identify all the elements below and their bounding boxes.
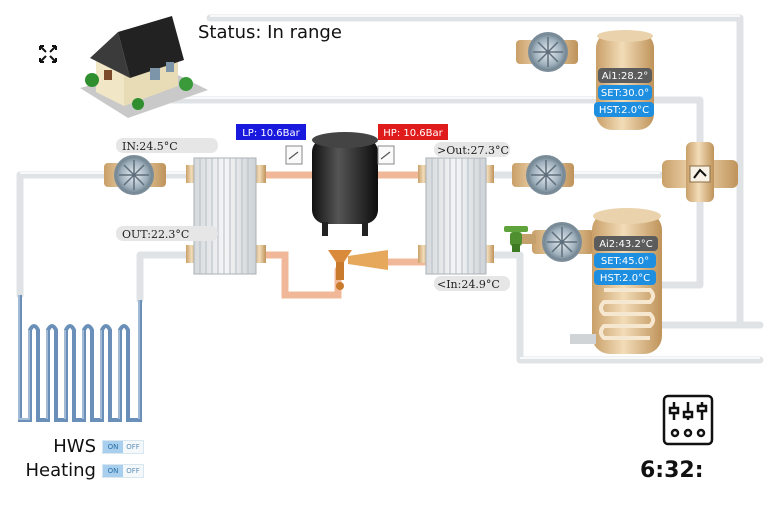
legend-label-hws: HWS: [53, 436, 96, 457]
heating-toggle-on[interactable]: ON: [103, 464, 123, 477]
temp-in-right-value: <In:24.9°C: [437, 278, 500, 291]
hws-toggle[interactable]: ON OFF: [102, 439, 144, 454]
temp-in-left: IN:24.5°C: [116, 138, 218, 153]
pump-right: [512, 155, 574, 195]
heat-exchanger-evaporator: [186, 157, 266, 275]
ground-loop-coil: [18, 295, 142, 422]
hws-toggle-off[interactable]: OFF: [126, 442, 140, 451]
heating-toggle[interactable]: ON OFF: [102, 463, 144, 478]
compressor: [312, 132, 378, 236]
legend-row-heating: Heating ON OFF: [0, 460, 160, 481]
heat-exchanger-condenser: [418, 157, 494, 275]
tank-top-set-badge: SET:30.0°: [598, 85, 652, 100]
temp-in-right: <In:24.9°C: [434, 276, 510, 291]
faucet-icon: [504, 226, 536, 252]
tank-top-set-value: SET:30.0°: [601, 88, 649, 99]
hp-badge: HP: 10.6Bar: [378, 124, 448, 140]
pump-top-right: [516, 32, 578, 72]
tank-bottom-ai-value: Ai2:43.2°C: [599, 239, 653, 250]
status-text: Status: In range: [198, 22, 342, 43]
expand-icon[interactable]: [39, 45, 57, 63]
house-icon: [80, 16, 208, 118]
tank-bottom-set-badge: SET:45.0°: [594, 253, 656, 268]
tank-bottom-set-value: SET:45.0°: [601, 256, 649, 267]
pressure-switch-hp: [377, 145, 395, 165]
tank-top-ai-value: Ai1:28.2°: [602, 71, 649, 82]
tank-bottom-hst-value: HST:2.0°C: [600, 273, 650, 284]
tank-top-ai-badge: Ai1:28.2°: [598, 68, 652, 83]
pressure-switch-lp: [285, 145, 303, 165]
temp-out-right-value: >Out:27.3°C: [437, 144, 509, 157]
lp-badge: LP: 10.6Bar: [236, 124, 306, 140]
temp-in-left-value: IN:24.5°C: [122, 140, 178, 153]
pump-left: [104, 155, 166, 195]
tank-top-hst-badge: HST:2.0°C: [594, 102, 654, 117]
temp-out-left-value: OUT:22.3°C: [122, 228, 189, 241]
pump-bottom-right: [532, 222, 594, 262]
tank-bottom-hst-badge: HST:2.0°C: [594, 270, 656, 285]
temp-out-right: >Out:27.3°C: [434, 142, 510, 157]
legend-label-heating: Heating: [25, 460, 96, 481]
temp-out-left: OUT:22.3°C: [116, 226, 218, 241]
mixing-valve: [662, 142, 738, 202]
expansion-valve: [328, 250, 388, 290]
hp-value: HP: 10.6Bar: [383, 128, 443, 139]
tank-top-hst-value: HST:2.0°C: [599, 105, 649, 116]
clock-display: 6:32:: [640, 458, 704, 483]
tank-bottom-ai-badge: Ai2:43.2°C: [594, 236, 658, 251]
hws-toggle-on[interactable]: ON: [103, 440, 123, 453]
mixer-settings-icon[interactable]: [662, 394, 714, 446]
legend-row-hws: HWS ON OFF: [0, 436, 160, 457]
heating-toggle-off[interactable]: OFF: [126, 466, 140, 475]
ground-loop-coil-light: [18, 295, 140, 420]
lp-value: LP: 10.6Bar: [242, 128, 300, 139]
